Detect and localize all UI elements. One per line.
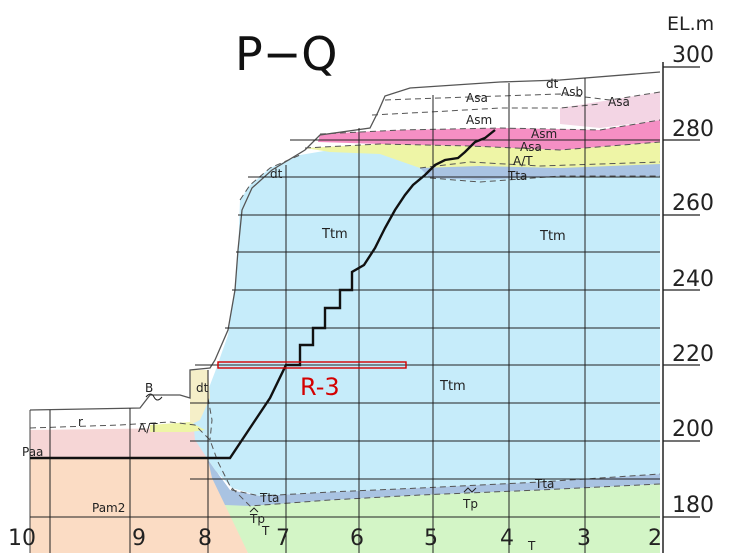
contact-dashed-4 [319, 119, 661, 135]
tp-symbol-center [463, 487, 477, 493]
station-5: 5 [424, 526, 438, 551]
label-t-small: T [261, 524, 270, 538]
label-paa: Paa [22, 445, 43, 459]
station-9: 9 [132, 526, 146, 551]
label-b: B [145, 381, 153, 395]
label-asa-top: Asa [466, 91, 488, 105]
label-ttm-lower: Ttm [439, 379, 466, 394]
station-3: 3 [577, 526, 591, 551]
label-asa-pink: Asa [520, 140, 542, 154]
contact-dashed-10 [207, 397, 213, 441]
elevation-180: 180 [672, 493, 714, 518]
tp-symbol-left [249, 507, 259, 513]
station-2: 2 [648, 526, 662, 551]
label-asm-pink: Asm [531, 127, 557, 141]
elevation-ticks [663, 66, 700, 518]
b-symbol [145, 393, 163, 401]
elevation-240: 240 [672, 267, 714, 292]
label-asb: Asb [561, 85, 583, 99]
label-pam2: Pam2 [92, 501, 125, 515]
unit-ttm-fill [193, 150, 660, 496]
station-4: 4 [500, 526, 514, 551]
contact-dashed-1 [29, 421, 661, 497]
boring-path [30, 129, 496, 460]
station-t-label: T [527, 539, 536, 553]
elevation-unit: EL.m [667, 13, 714, 35]
label-asa-right: Asa [608, 95, 630, 109]
label-tta-lower-right: Tta [534, 477, 554, 491]
contact-dashed-7 [419, 161, 661, 169]
elevation-280: 280 [672, 117, 714, 142]
elevation-260: 260 [672, 191, 714, 216]
contact-dashed-6 [371, 103, 601, 116]
contact-dashed-2 [231, 483, 661, 507]
contact-dashed-8 [429, 175, 660, 183]
label-dt-slope: dt [270, 167, 283, 181]
label-asm-top: Asm [466, 113, 492, 127]
label-ttm-upper-right: Ttm [539, 229, 566, 244]
label-tp-center: Tp [462, 497, 478, 511]
station-10: 10 [8, 526, 36, 551]
ground-surface [29, 71, 661, 411]
label-at-lower: A/T [138, 421, 158, 435]
label-at-upper: A/T [513, 154, 533, 168]
unit-dt-lower-fill [190, 370, 210, 425]
r3-marker [217, 361, 407, 369]
label-tp-left: Tp [249, 512, 265, 526]
station-8: 8 [198, 526, 212, 551]
label-dt-top: dt [546, 77, 559, 91]
label-dt-lower: dt [196, 381, 209, 395]
label-tta-lower-left: Tta [259, 491, 279, 505]
grid [30, 78, 660, 553]
label-tta-upper: Tta [507, 169, 527, 183]
r3-label: R-3 [300, 373, 340, 401]
unit-at-upper-fill [305, 142, 660, 168]
elevation-300: 300 [672, 43, 714, 68]
section-title: P−Q [235, 27, 338, 81]
station-7: 7 [276, 526, 290, 551]
label-r: r [78, 415, 83, 429]
label-ttm-upper-left: Ttm [321, 227, 348, 242]
station-6: 6 [350, 526, 364, 551]
elevation-200: 200 [672, 417, 714, 442]
contact-dashed-5 [384, 91, 661, 101]
unit-tta-lower-fill [208, 460, 660, 506]
unit-tp-fill [225, 484, 660, 553]
elevation-220: 220 [672, 342, 714, 367]
unit-pam-fill [30, 430, 248, 553]
unit-paa-fill [30, 428, 212, 458]
